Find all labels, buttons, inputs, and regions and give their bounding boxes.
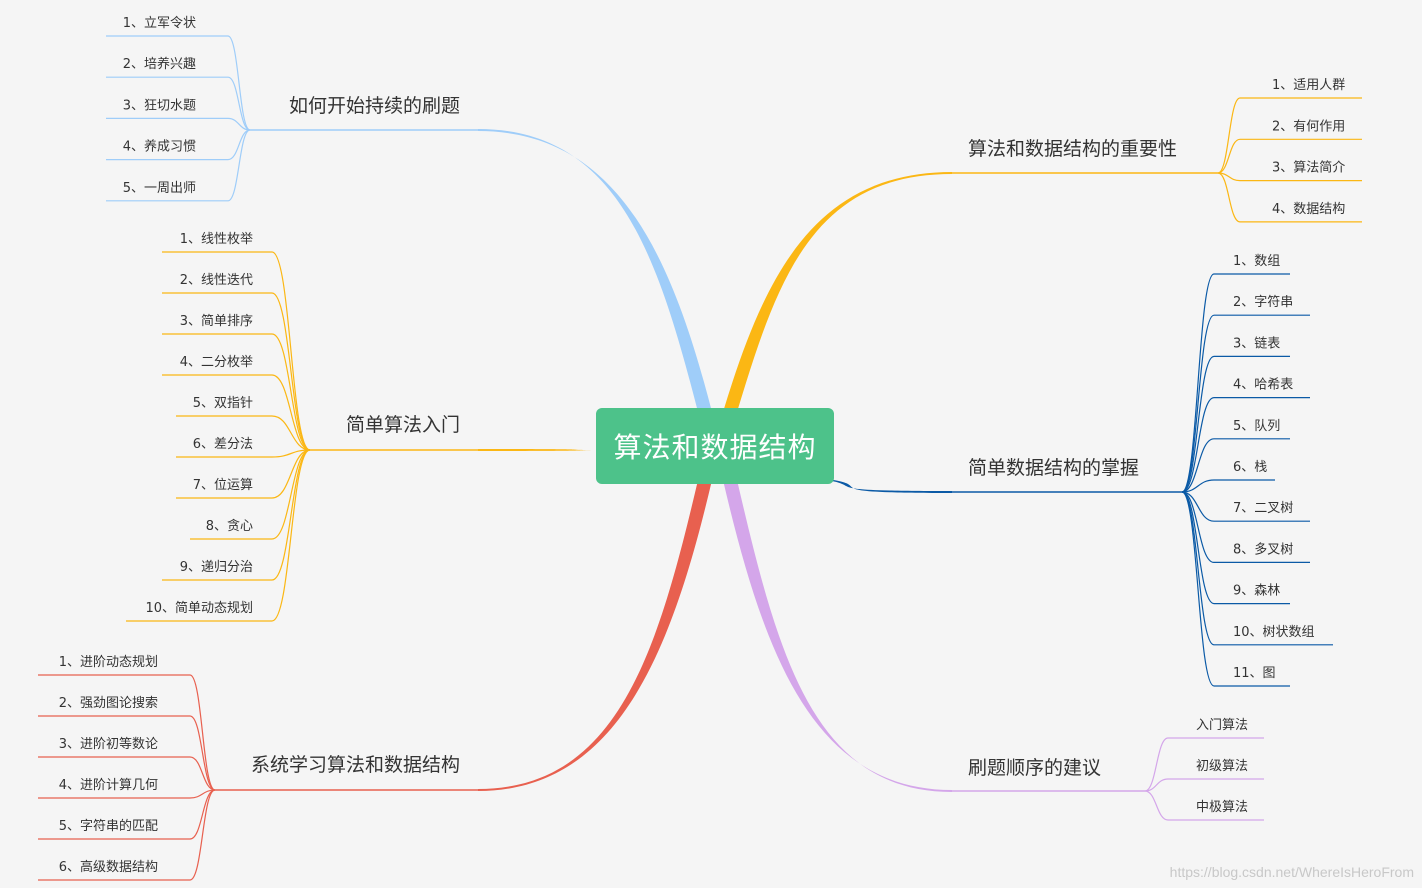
branch-connector-order (723, 480, 952, 792)
leaf-label-data-structures[interactable]: 7、二叉树 (1233, 501, 1293, 516)
leaf-connector-simple-algorithms (126, 449, 311, 622)
leaf-connector-simple-algorithms (190, 449, 311, 540)
leaf-label-data-structures[interactable]: 1、数组 (1233, 254, 1280, 269)
leaf-label-simple-algorithms[interactable]: 3、简单排序 (180, 313, 253, 329)
leaf-connector-data-structures (1181, 438, 1290, 493)
leaf-connector-simple-algorithms (176, 449, 311, 499)
leaf-label-how-to-start[interactable]: 5、一周出师 (123, 181, 196, 196)
leaf-connector-how-to-start (106, 129, 251, 161)
leaf-label-simple-algorithms[interactable]: 10、简单动态规划 (145, 600, 253, 616)
leaf-label-importance[interactable]: 3、算法简介 (1272, 160, 1345, 176)
branch-connector-how-to-start (478, 129, 712, 412)
leaf-connector-how-to-start (106, 117, 251, 131)
leaf-connector-systematic (38, 789, 216, 881)
leaf-connector-importance (1217, 138, 1362, 174)
leaf-connector-simple-algorithms (176, 415, 311, 451)
leaf-label-simple-algorithms[interactable]: 5、双指针 (193, 396, 253, 411)
leaf-label-data-structures[interactable]: 4、哈希表 (1233, 378, 1293, 393)
leaf-connector-data-structures (1181, 273, 1290, 493)
leaf-connector-systematic (38, 789, 216, 799)
leaf-connector-data-structures (1181, 491, 1310, 522)
leaf-label-data-structures[interactable]: 2、字符串 (1233, 294, 1293, 310)
leaf-connector-systematic (38, 756, 216, 791)
leaf-label-systematic[interactable]: 5、字符串的匹配 (59, 818, 158, 834)
leaf-label-simple-algorithms[interactable]: 2、线性迭代 (180, 273, 253, 288)
leaf-connector-importance (1217, 172, 1362, 223)
leaf-label-systematic[interactable]: 4、进阶计算几何 (59, 777, 158, 793)
leaf-label-systematic[interactable]: 3、进阶初等数论 (59, 736, 158, 752)
leaf-label-systematic[interactable]: 6、高级数据结构 (59, 859, 158, 875)
leaf-label-order[interactable]: 初级算法 (1196, 759, 1248, 774)
leaf-connector-how-to-start (106, 76, 251, 131)
leaf-connector-how-to-start (106, 129, 251, 202)
leaf-connector-simple-algorithms (162, 292, 311, 451)
leaf-label-simple-algorithms[interactable]: 7、位运算 (193, 478, 253, 493)
leaf-label-order[interactable]: 中极算法 (1196, 800, 1248, 815)
leaf-label-simple-algorithms[interactable]: 6、差分法 (193, 437, 253, 452)
leaf-label-how-to-start[interactable]: 3、狂切水题 (123, 98, 196, 113)
leaf-label-order[interactable]: 入门算法 (1196, 718, 1248, 733)
branch-label-order[interactable]: 刷题顺序的建议 (968, 757, 1101, 779)
branch-connector-importance (723, 172, 952, 412)
leaf-connector-order (1144, 790, 1264, 821)
branch-label-systematic[interactable]: 系统学习算法和数据结构 (251, 754, 460, 776)
leaf-label-data-structures[interactable]: 5、队列 (1233, 419, 1280, 434)
root-node[interactable]: 算法和数据结构 (596, 408, 834, 484)
leaf-label-simple-algorithms[interactable]: 1、线性枚举 (180, 232, 253, 247)
branch-label-data-structures[interactable]: 简单数据结构的掌握 (968, 457, 1139, 479)
leaf-connector-data-structures (1181, 491, 1290, 687)
leaf-label-simple-algorithms[interactable]: 4、二分枚举 (180, 355, 253, 370)
leaf-connector-order (1144, 737, 1264, 792)
leaf-label-data-structures[interactable]: 3、链表 (1233, 336, 1280, 351)
leaf-label-data-structures[interactable]: 9、森林 (1233, 584, 1280, 599)
leaf-connector-data-structures (1181, 397, 1310, 493)
branch-connector-data-structures (826, 480, 952, 493)
leaf-label-simple-algorithms[interactable]: 9、递归分治 (180, 560, 253, 575)
leaf-connector-simple-algorithms (176, 449, 311, 458)
branch-label-importance[interactable]: 算法和数据结构的重要性 (968, 138, 1177, 160)
leaf-label-data-structures[interactable]: 8、多叉树 (1233, 541, 1293, 557)
leaf-connector-simple-algorithms (162, 251, 311, 451)
branch-label-simple-algorithms[interactable]: 简单算法入门 (346, 414, 460, 436)
branch-connector-simple-algorithms (478, 449, 603, 451)
leaf-connector-data-structures (1181, 491, 1310, 563)
branch-connector-systematic (478, 480, 712, 791)
leaf-label-importance[interactable]: 2、有何作用 (1272, 118, 1345, 134)
leaf-connector-systematic (38, 674, 216, 791)
leaf-label-simple-algorithms[interactable]: 8、贪心 (206, 519, 253, 534)
leaf-connector-simple-algorithms (162, 333, 311, 451)
leaf-label-importance[interactable]: 1、适用人群 (1272, 78, 1345, 93)
leaf-label-how-to-start[interactable]: 1、立军令状 (123, 16, 196, 31)
leaf-connector-how-to-start (106, 35, 251, 131)
leaf-label-data-structures[interactable]: 6、栈 (1233, 460, 1267, 475)
leaf-label-data-structures[interactable]: 10、树状数组 (1233, 625, 1315, 640)
leaf-label-systematic[interactable]: 1、进阶动态规划 (59, 655, 158, 670)
leaf-connector-data-structures (1181, 355, 1290, 493)
leaf-label-data-structures[interactable]: 11、图 (1233, 666, 1276, 681)
leaf-connector-importance (1217, 172, 1362, 182)
leaf-label-importance[interactable]: 4、数据结构 (1272, 202, 1345, 217)
branch-label-how-to-start[interactable]: 如何开始持续的刷题 (289, 95, 460, 117)
watermark: https://blog.csdn.net/WhereIsHeroFrom (1169, 864, 1414, 880)
leaf-connector-data-structures (1181, 314, 1310, 493)
leaf-label-how-to-start[interactable]: 2、培养兴趣 (123, 56, 196, 72)
leaf-connector-systematic (38, 715, 216, 791)
leaf-connector-importance (1217, 97, 1362, 174)
leaf-connector-order (1144, 778, 1264, 792)
leaf-label-how-to-start[interactable]: 4、养成习惯 (123, 139, 196, 155)
leaf-connector-systematic (38, 789, 216, 840)
leaf-connector-simple-algorithms (162, 374, 311, 451)
root-node-label: 算法和数据结构 (613, 431, 817, 464)
leaf-label-systematic[interactable]: 2、强劲图论搜索 (59, 696, 158, 711)
leaf-connector-data-structures (1181, 479, 1275, 493)
